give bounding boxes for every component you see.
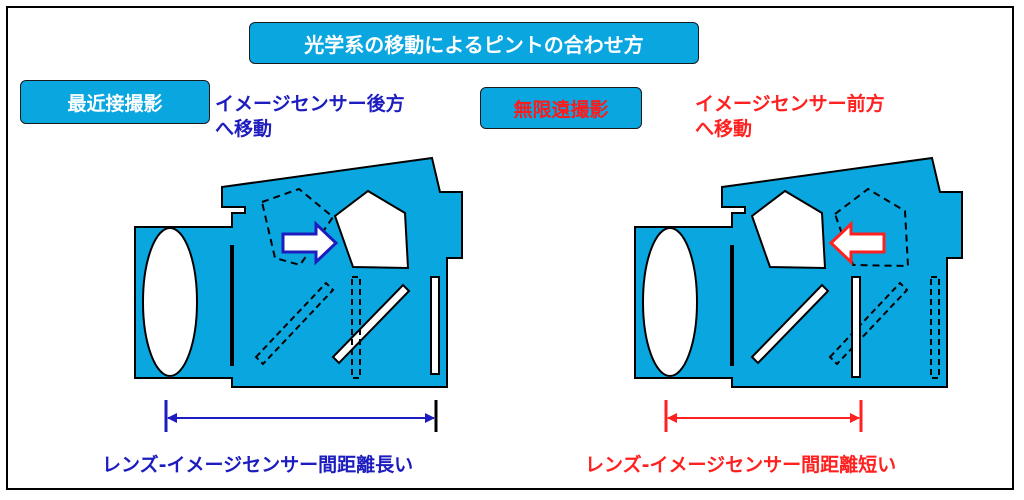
- left-pentaprism: [333, 189, 410, 270]
- sensor-forward-note-line1: イメージセンサー前方: [695, 93, 885, 115]
- left-mirror-original: [254, 281, 335, 366]
- right-move-arrow-icon: [828, 220, 886, 266]
- left-camera: [134, 156, 463, 432]
- left-move-arrow-icon: [281, 220, 339, 266]
- left-sensor-original: [351, 276, 361, 379]
- left-sensor: [430, 276, 440, 375]
- right-pentaprism: [750, 189, 827, 270]
- sensor-backward-note-line2: へ移動: [215, 118, 273, 140]
- right-camera-body: [634, 156, 963, 388]
- sensor-forward-note: イメージセンサー前方 へ移動: [695, 92, 885, 142]
- left-lens: [142, 227, 198, 377]
- right-mirror-original: [828, 281, 909, 366]
- figure-title: 光学系の移動によるピントの合わせ方: [249, 22, 699, 64]
- long-distance-label: レンズ-イメージセンサー間距離長い: [102, 454, 414, 476]
- right-prism-original: [833, 187, 910, 268]
- sensor-backward-note: イメージセンサー後方 へ移動: [215, 92, 405, 142]
- near-focus-label: 最近接撮影: [20, 80, 210, 124]
- short-distance-label: レンズ-イメージセンサー間距離短い: [585, 454, 897, 476]
- infinity-focus-label: 無限遠撮影: [480, 87, 642, 129]
- sensor-forward-note-line2: へ移動: [695, 118, 753, 140]
- right-mirror: [750, 283, 830, 365]
- sensor-backward-note-line1: イメージセンサー後方: [215, 93, 405, 115]
- right-lens: [642, 227, 698, 377]
- right-sensor-original: [930, 276, 940, 379]
- right-camera: [634, 156, 963, 432]
- figure-frame: [6, 6, 1014, 490]
- right-sensor: [851, 276, 861, 378]
